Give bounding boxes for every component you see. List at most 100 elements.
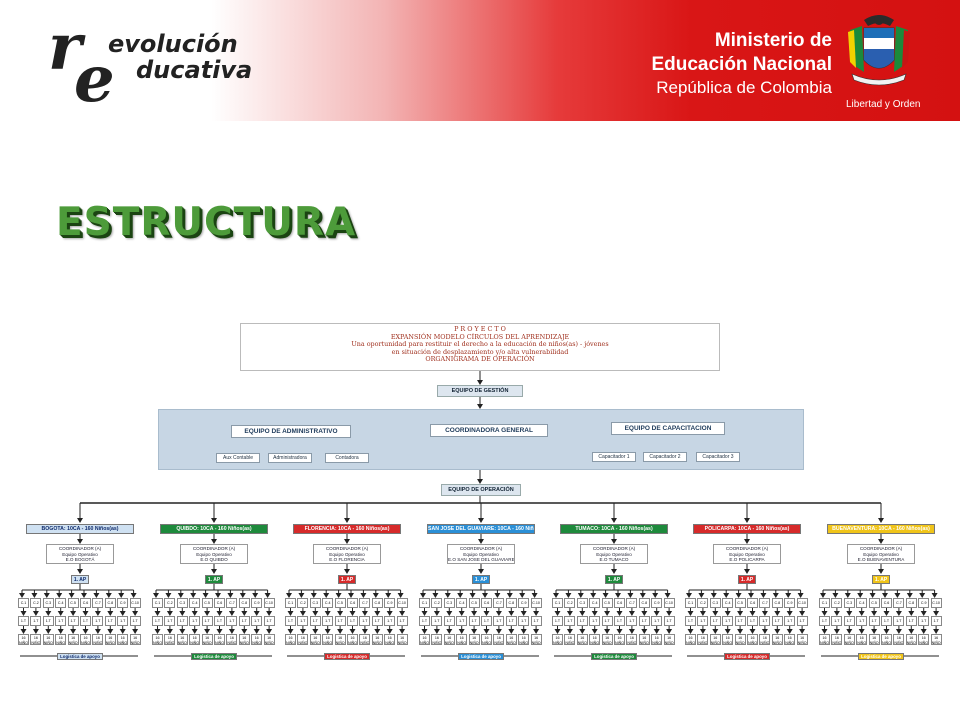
arrow-icon <box>20 629 27 634</box>
arrow-icon <box>508 611 515 616</box>
students-box: 16 NIÑOS <box>881 634 892 645</box>
logistics-box: Logistica de apoyo <box>191 653 237 660</box>
arrow-icon <box>239 593 246 598</box>
arrow-icon <box>519 593 526 598</box>
arrow-icon <box>478 569 484 574</box>
arrow-icon <box>344 518 350 523</box>
arrow-icon <box>43 593 50 598</box>
arrow-icon <box>641 629 648 634</box>
region-label: POLICARPA: 10CA - 160 Niños(as) <box>693 524 801 534</box>
arrow-icon <box>190 593 197 598</box>
trainer-box: Capacitador 3 <box>696 452 740 462</box>
arrow-icon <box>458 611 465 616</box>
teacher-box: 1.T <box>189 616 201 626</box>
arrow-icon <box>253 629 260 634</box>
arrow-icon <box>883 611 890 616</box>
arrow-icon <box>871 611 878 616</box>
arrow-icon <box>154 629 161 634</box>
circle-box: C.6 <box>80 598 91 608</box>
arrow-icon <box>744 569 750 574</box>
circle-box: C.10 <box>796 598 808 608</box>
circle-box: C.9 <box>918 598 930 608</box>
students-box: 16 NIÑOS <box>796 634 808 645</box>
students-box: 16 NIÑOS <box>67 634 79 645</box>
arrow-icon <box>797 593 804 598</box>
trainer-box: Capacitador 2 <box>643 452 687 462</box>
region-label: SAN JOSE DEL GUAVIARE: 10CA - 160 Niños(… <box>427 524 535 534</box>
students-box: 16 NIÑOS <box>518 634 530 645</box>
arrow-icon <box>641 611 648 616</box>
teacher-box: 1.T <box>576 616 588 626</box>
arrow-icon <box>204 611 211 616</box>
students-box: 16 NIÑOS <box>297 634 309 645</box>
arrow-icon <box>894 593 901 598</box>
teacher-box: 1.T <box>819 616 830 626</box>
arrow-icon <box>666 629 673 634</box>
circle-box: C.1 <box>819 598 830 608</box>
arrow-icon <box>421 611 428 616</box>
students-box: 16 NIÑOS <box>129 634 141 645</box>
arrow-icon <box>477 479 483 484</box>
coordinator-line: Equipo Operativo <box>729 551 765 557</box>
circle-box: C.3 <box>176 598 188 608</box>
logo-letter-e: e <box>74 42 115 117</box>
arrow-icon <box>760 593 767 598</box>
arrow-icon <box>579 611 586 616</box>
students-box: 16 NIÑOS <box>431 634 443 645</box>
arrow-icon <box>241 629 248 634</box>
arrow-icon <box>45 611 52 616</box>
arrow-icon <box>616 629 623 634</box>
teacher-box: 1.T <box>176 616 188 626</box>
arrow-icon <box>179 611 186 616</box>
circle-box: C.9 <box>117 598 129 608</box>
arrow-icon <box>749 611 756 616</box>
circle-box: C.3 <box>42 598 54 608</box>
teacher-box: 1.T <box>334 616 346 626</box>
circle-box: C.7 <box>226 598 238 608</box>
arrow-icon <box>878 569 884 574</box>
coordinator-eo: E.O QUIBDO <box>200 557 228 563</box>
students-box: 16 NIÑOS <box>552 634 563 645</box>
coordinator-eo: E.O POLICARPA <box>729 557 765 563</box>
teacher-box: 1.T <box>359 616 371 626</box>
arrow-icon <box>858 629 865 634</box>
arrow-icon <box>639 593 646 598</box>
arrow-icon <box>397 593 404 598</box>
arrow-icon <box>228 611 235 616</box>
arrow-icon <box>495 611 502 616</box>
teacher-box: 1.T <box>30 616 42 626</box>
arrow-icon <box>348 593 354 598</box>
circle-box: C.6 <box>614 598 625 608</box>
arrow-icon <box>495 629 502 634</box>
circle-box: C.4 <box>456 598 468 608</box>
circle-box: C.10 <box>129 598 141 608</box>
arrow-icon <box>554 629 561 634</box>
teacher-box: 1.T <box>468 616 480 626</box>
arrow-icon <box>70 611 77 616</box>
arrow-icon <box>312 611 319 616</box>
students-box: 16 NIÑOS <box>856 634 868 645</box>
circle-box: C.3 <box>843 598 855 608</box>
students-box: 16 NIÑOS <box>614 634 625 645</box>
arrow-icon <box>785 593 792 598</box>
teacher-box: 1.T <box>226 616 238 626</box>
arrow-icon <box>611 539 617 544</box>
teacher-box: 1.T <box>214 616 225 626</box>
arrow-icon <box>566 611 573 616</box>
teacher-box: 1.T <box>309 616 321 626</box>
circle-box: C.10 <box>930 598 942 608</box>
arrow-icon <box>821 629 828 634</box>
teacher-box: 1.T <box>601 616 613 626</box>
students-box: 16 NIÑOS <box>626 634 638 645</box>
teacher-box: 1.T <box>905 616 917 626</box>
arrow-icon <box>869 593 876 598</box>
arrow-icon <box>253 611 260 616</box>
arrow-icon <box>310 593 317 598</box>
students-box: 16 NIÑOS <box>456 634 468 645</box>
region-label: FLORENCIA: 10CA - 160 Niños(as) <box>293 524 401 534</box>
students-box: 16 NIÑOS <box>359 634 371 645</box>
trainer-box: Capacitador 1 <box>592 452 636 462</box>
